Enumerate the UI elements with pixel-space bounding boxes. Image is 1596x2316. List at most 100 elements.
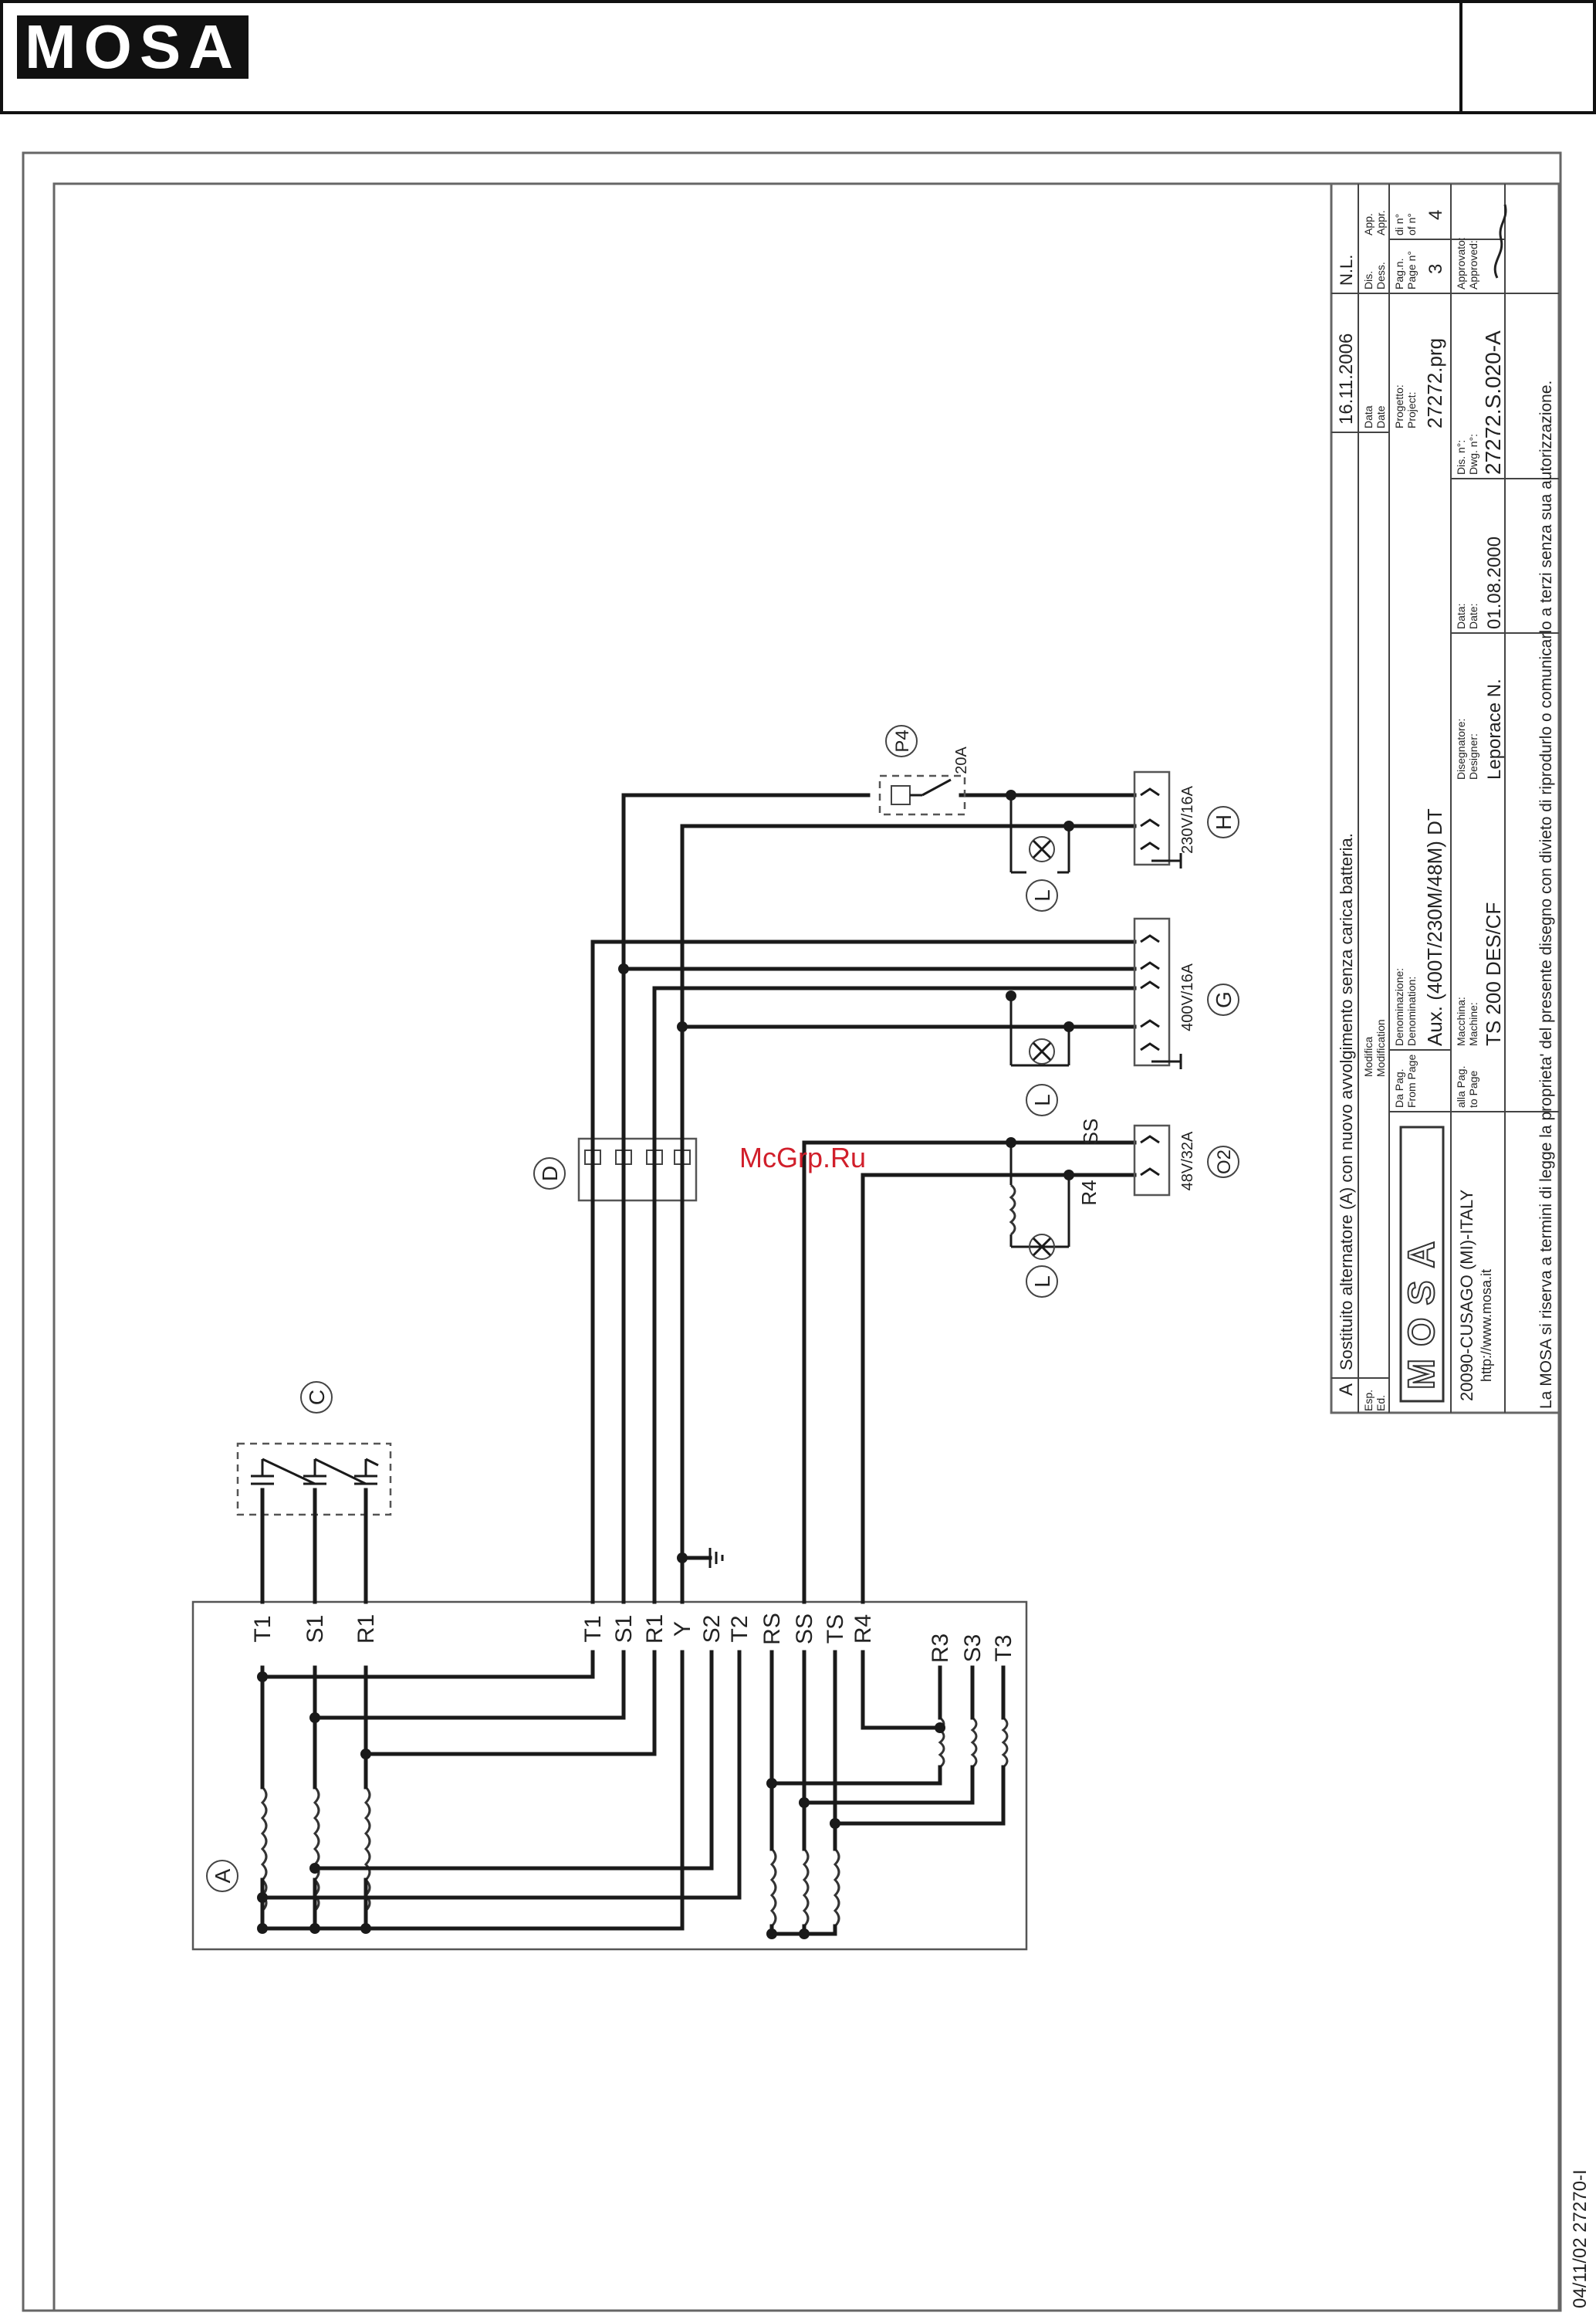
lbl-denomination: Denomination: xyxy=(1405,977,1418,1046)
pag-value: 3 xyxy=(1425,264,1446,274)
marker-h-circle xyxy=(1207,806,1239,838)
component-markers: A C D O2 G H P4 L L L xyxy=(206,725,1239,1892)
lbl-modifica: Modifica xyxy=(1362,1037,1375,1077)
alternator-box xyxy=(191,1600,1028,1951)
term-ts: TS xyxy=(823,1614,848,1644)
lbl-date: Date xyxy=(1375,405,1387,428)
lbl-machine: Machine: xyxy=(1467,1002,1479,1046)
socket-h-rating: 230V/16A xyxy=(1179,785,1196,854)
lbl-appr2: Appr. xyxy=(1375,210,1387,235)
term-ss: SS xyxy=(792,1613,817,1644)
ss-label: SS xyxy=(1079,1119,1102,1146)
capacitor-block xyxy=(236,1442,392,1604)
term-r1: R1 xyxy=(642,1614,668,1644)
dis-n: 27272.S.020-A xyxy=(1481,330,1505,475)
lbl-dess: Dess. xyxy=(1375,262,1387,290)
company-addr1: 20090-CUSAGO (MI)-ITALY xyxy=(1457,1189,1476,1401)
lbl-designer: Designer: xyxy=(1467,733,1479,780)
company-addr2: http://www.mosa.it xyxy=(1479,1269,1494,1382)
title-block: A Sostituito alternatore (A) con nuovo a… xyxy=(1330,182,1560,1414)
lbl-to-page: to Page xyxy=(1467,1071,1479,1108)
marker-d: D xyxy=(538,1166,562,1181)
mosa-logo xyxy=(17,15,249,79)
lbl-approved: Approved: xyxy=(1467,240,1479,290)
marker-l1: L xyxy=(1030,1275,1054,1288)
term-y: Y xyxy=(670,1621,695,1637)
lbl-ed: Ed. xyxy=(1375,1395,1387,1411)
lbl-dis-n: Dis. n°: xyxy=(1455,440,1467,475)
lbl-disegnatore: Disegnatore: xyxy=(1455,719,1467,780)
marker-a-circle xyxy=(206,1860,238,1892)
marker-d-circle xyxy=(533,1157,566,1190)
feeder-wiring xyxy=(590,793,1137,1604)
lbl-denominazione: Denominazione: xyxy=(1393,968,1405,1046)
lbl-da-pag: Da Pag. xyxy=(1393,1068,1405,1108)
socket-g: 400V/16A xyxy=(1133,917,1196,1069)
marker-g: G xyxy=(1212,991,1236,1008)
lbl-dis: Dis. xyxy=(1362,271,1375,290)
rev-by: N.L. xyxy=(1337,255,1356,286)
term-r3: R3 xyxy=(928,1634,953,1663)
page-header: MOSA xyxy=(0,0,1596,114)
marker-h: H xyxy=(1212,814,1236,830)
lbl-dwg-n: Dwg. n°: xyxy=(1467,434,1479,475)
term-r4: R4 xyxy=(850,1614,876,1644)
resistor-label: R4 xyxy=(1077,1180,1101,1205)
marker-g-circle xyxy=(1207,984,1239,1016)
terminal-block-d xyxy=(577,1137,698,1202)
lamp-branches: R4 SS xyxy=(1009,795,1102,1260)
term-t1: T1 xyxy=(580,1615,606,1642)
lbl-page: Page n° xyxy=(1405,251,1418,290)
marker-p4-circle xyxy=(885,725,918,757)
marker-o2: O2 xyxy=(1214,1150,1235,1174)
marker-c-circle xyxy=(300,1381,333,1414)
di-value: 4 xyxy=(1425,210,1446,220)
lbl-of: of n° xyxy=(1405,213,1418,235)
socket-o2: 48V/32A xyxy=(1133,1124,1196,1197)
marker-l2: L xyxy=(1030,1094,1054,1106)
breaker-rating: 20A xyxy=(953,747,970,774)
alternator-internal-wiring xyxy=(260,1650,1006,1936)
marker-l3-circle xyxy=(1026,879,1058,912)
lbl-project: Project: xyxy=(1405,392,1418,428)
disegnatore: Leporace N. xyxy=(1484,679,1505,780)
term-s1: S1 xyxy=(611,1615,637,1644)
lbl-modification: Modification xyxy=(1375,1019,1387,1077)
aux-coils xyxy=(769,1847,840,1928)
watermark-text: McGrp.Ru xyxy=(739,1142,866,1173)
term-t2: T2 xyxy=(727,1615,752,1642)
lbl-pag: Pag.n. xyxy=(1393,259,1405,290)
marker-c: C xyxy=(305,1390,329,1405)
approval-signature xyxy=(1493,204,1507,279)
footer-note: La MOSA si riserva a termini di legge la… xyxy=(1537,381,1555,1409)
company-logo: MOSA xyxy=(1402,1229,1442,1390)
rev-desc: Sostituito alternatore (A) con nuovo avv… xyxy=(1337,833,1356,1370)
lbl-progetto: Progetto: xyxy=(1393,384,1405,428)
lbl-esp: Esp. xyxy=(1362,1390,1375,1411)
excitation-coils xyxy=(938,1716,1009,1769)
marker-l2-circle xyxy=(1026,1084,1058,1116)
breaker-p4: 20A xyxy=(878,747,970,816)
term-left-t1: T1 xyxy=(250,1615,276,1642)
lbl-appr: App. xyxy=(1362,213,1375,235)
company-logo-box xyxy=(1399,1126,1445,1403)
lbl-from-page: From Page xyxy=(1405,1055,1418,1108)
marker-l3: L xyxy=(1030,889,1054,902)
lbl-date2: Date: xyxy=(1467,604,1479,629)
outer-frame xyxy=(22,151,1562,2312)
page-id: 04/11/02 27270-I xyxy=(1570,2169,1591,2308)
mosa-logo-text: MOSA xyxy=(25,12,241,81)
progetto: 27272.prg xyxy=(1423,338,1446,428)
lbl-data2: Data: xyxy=(1455,604,1467,629)
rev-date: 16.11.2006 xyxy=(1336,334,1357,425)
rev-letter: A xyxy=(1336,1383,1357,1396)
term-left-s1: S1 xyxy=(303,1615,328,1644)
term-s3: S3 xyxy=(960,1634,986,1663)
socket-g-rating: 400V/16A xyxy=(1179,963,1196,1031)
denominazione: Aux. (400T/230M/48M) DT xyxy=(1423,808,1446,1046)
lbl-di: di n° xyxy=(1393,214,1405,235)
junction-dots-a xyxy=(257,1671,945,1939)
term-s2: S2 xyxy=(699,1615,725,1644)
socket-o2-rating: 48V/32A xyxy=(1179,1131,1196,1190)
